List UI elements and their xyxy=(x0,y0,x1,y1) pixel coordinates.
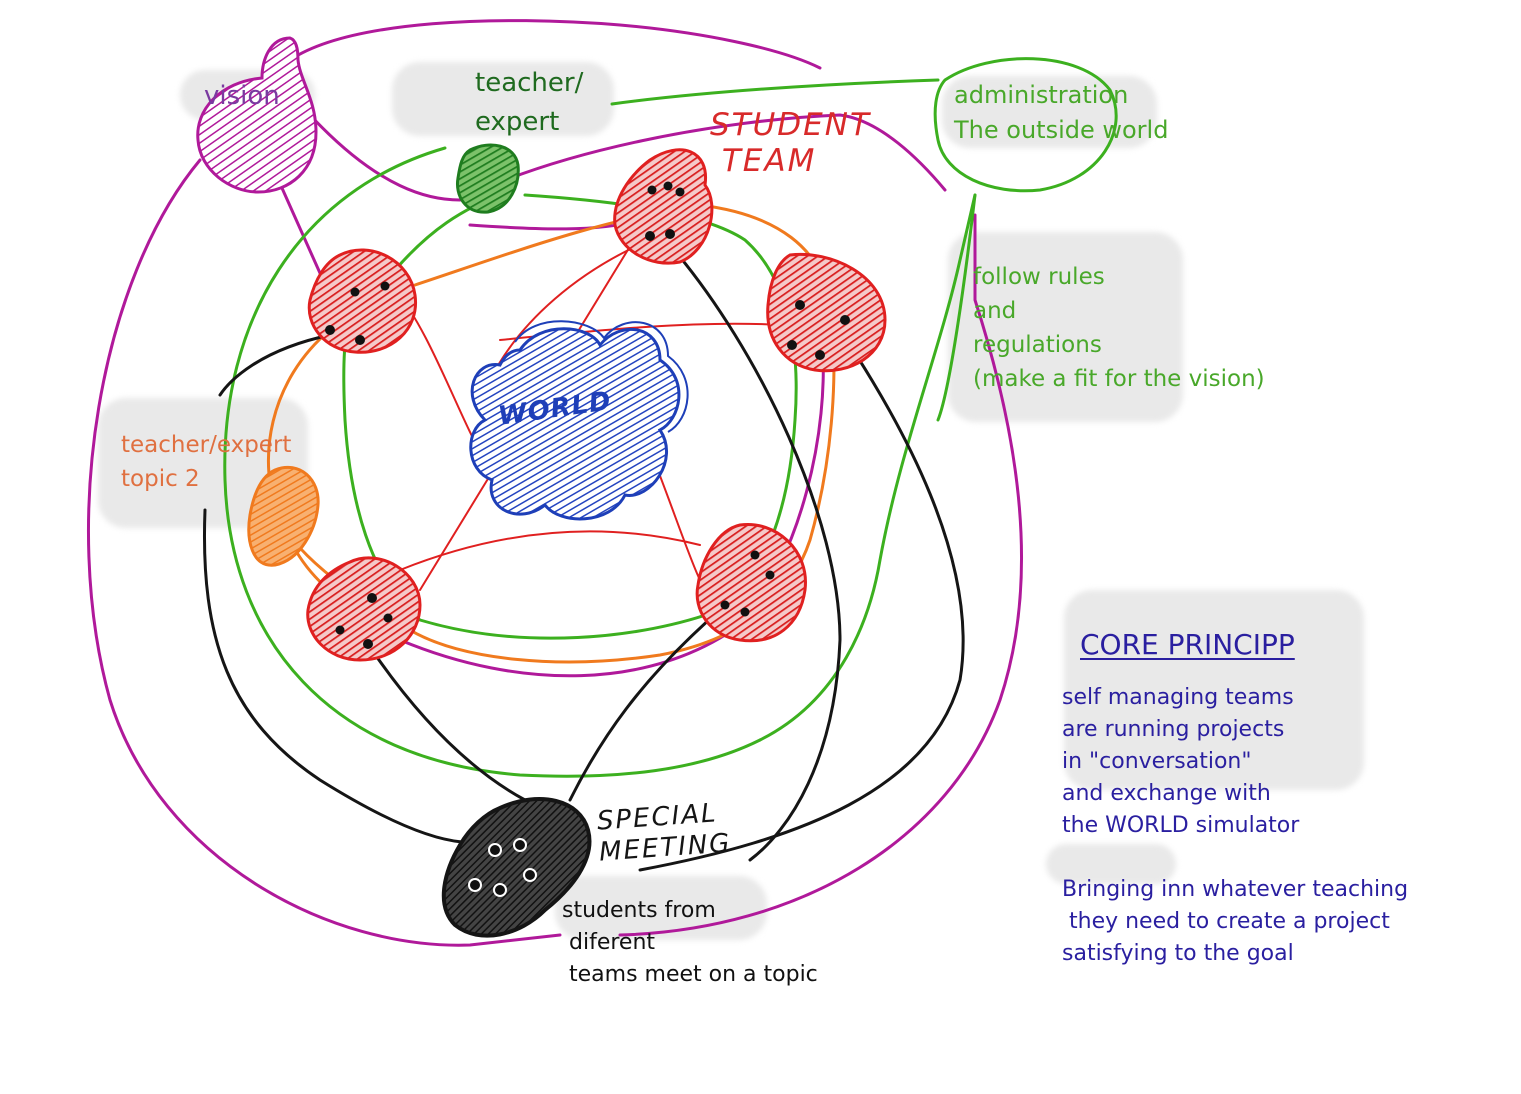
student-team-handwriting: STUDENT TEAM xyxy=(710,107,871,179)
outer-purple-loop-right xyxy=(618,213,1024,937)
label-highlight xyxy=(948,232,1183,422)
vision-label: vision xyxy=(204,81,280,111)
team-link xyxy=(399,530,701,571)
teacher-expert-node xyxy=(455,143,520,214)
green-to-rules xyxy=(936,193,977,422)
student-team-node xyxy=(306,556,422,662)
special-meeting-node xyxy=(441,797,592,938)
core-principle-title: CORE PRINCIPP xyxy=(1080,628,1295,661)
meeting-link xyxy=(568,608,722,802)
special-meeting-caption: students from diferent teams meet on a t… xyxy=(562,898,818,987)
world-node xyxy=(469,320,689,521)
admin-to-teacher xyxy=(610,78,940,106)
meeting-link xyxy=(202,508,464,844)
administration-node xyxy=(933,57,1118,193)
core-principle-paragraph: Bringing inn whatever teaching they need… xyxy=(1062,877,1409,966)
special-meeting-connections xyxy=(202,243,965,872)
label-highlight xyxy=(1046,844,1176,884)
teacher-topic2-label: teacher/expert topic 2 xyxy=(121,432,292,493)
student-team-node xyxy=(766,252,887,373)
outer-purple-loop xyxy=(87,158,562,947)
meeting-link xyxy=(638,328,965,872)
teacher-expert-label: teacher/ expert xyxy=(475,68,584,137)
vision-node xyxy=(196,36,318,194)
outer-green-ring-left xyxy=(223,146,762,778)
label-highlight xyxy=(942,76,1157,148)
vision-top-arc xyxy=(288,19,822,70)
student-team-node xyxy=(613,148,714,265)
administration-label: administration The outside world xyxy=(954,81,1169,144)
meeting-link xyxy=(370,648,527,802)
vision-to-admin xyxy=(308,113,947,202)
teacher-topic2-node xyxy=(247,466,320,567)
meeting-link xyxy=(668,243,842,862)
label-highlight xyxy=(392,62,614,136)
special-meeting-handwriting: SPECIAL MEETING xyxy=(595,798,733,868)
label-highlight xyxy=(1064,590,1364,790)
student-team-node xyxy=(307,248,418,354)
student-team-node xyxy=(695,522,807,643)
outer-green-ring-right xyxy=(758,193,977,742)
core-principle-paragraph: self managing teams are running projects… xyxy=(1062,685,1300,838)
label-highlight xyxy=(555,876,767,940)
meeting-link xyxy=(218,333,332,397)
rules-label: follow rules and regulations (make a fit… xyxy=(973,264,1265,393)
